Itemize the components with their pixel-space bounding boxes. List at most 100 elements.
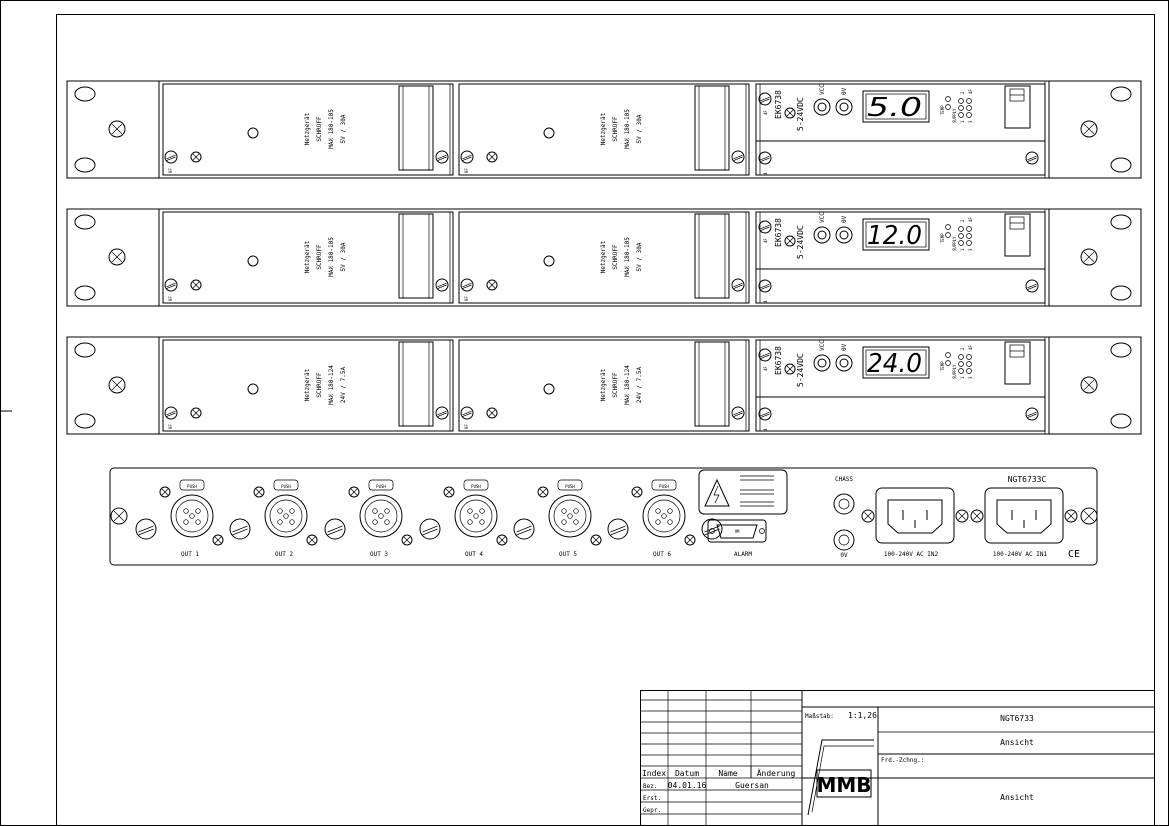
supply-led <box>958 361 964 367</box>
screw-cross <box>488 281 496 289</box>
screw-cross <box>786 109 794 117</box>
screw-head <box>607 518 629 540</box>
supply-led <box>958 226 964 232</box>
screw-slot <box>760 157 770 162</box>
xlr-pin <box>378 513 384 519</box>
screw-icon <box>496 534 508 546</box>
warning-triangle-icon <box>704 478 730 507</box>
scale-value: 1:1,26 <box>848 711 877 720</box>
module-label-line: MAX 180-105 <box>624 237 631 277</box>
module-label-line: Netzgerät <box>600 240 607 273</box>
screw-slot <box>733 282 743 288</box>
screw-head <box>435 406 449 420</box>
xlr-inner <box>647 499 681 533</box>
push-label: PUSH <box>471 484 481 489</box>
screw-cross <box>786 237 794 245</box>
screw-cross <box>111 123 123 135</box>
screw-slot <box>462 154 472 160</box>
module-label-line: 5V / 30A <box>340 114 347 143</box>
power-switch <box>1004 213 1031 257</box>
xlr-pin <box>473 513 479 519</box>
slot-screw-icon <box>460 406 474 420</box>
iec-power-inlet: 100-240V AC IN1 <box>970 487 1078 558</box>
corner-tag: 4 <box>763 428 768 431</box>
screw-slot <box>166 156 176 161</box>
control-front <box>755 83 1046 176</box>
screw-icon <box>861 509 875 523</box>
screw-head <box>1080 507 1098 525</box>
module-label-line: SCHROFF <box>612 372 619 398</box>
screw-head <box>970 509 984 523</box>
screw-icon <box>1080 376 1098 394</box>
screw-cross <box>498 536 506 544</box>
screw-icon <box>443 486 455 498</box>
screw-slot <box>704 528 720 536</box>
screw-slot <box>733 412 743 417</box>
screw-icon <box>684 534 696 546</box>
push-label: PUSH <box>376 484 386 489</box>
corner-tag: 4F <box>763 366 768 371</box>
screw-cross <box>958 512 966 520</box>
screw-icon <box>401 534 413 546</box>
module-label-line: SCHROFF <box>316 116 323 142</box>
screw-head <box>190 407 202 419</box>
screw-slot <box>422 525 438 533</box>
screw-slot <box>733 284 743 289</box>
supply-led <box>966 361 972 367</box>
push-tab <box>651 479 677 491</box>
screw-icon <box>190 407 202 419</box>
screw-head <box>513 518 535 540</box>
terminal-inner <box>838 498 850 510</box>
jack-label: 0V <box>841 215 848 223</box>
screw-head <box>164 406 178 420</box>
screw-slot <box>760 96 770 102</box>
screw-head <box>1064 509 1078 523</box>
screw-head <box>159 486 171 498</box>
screw-head <box>460 406 474 420</box>
ac-input-label: 100-240V AC IN1 <box>993 551 1048 558</box>
mounting-slot <box>74 413 96 429</box>
push-label: PUSH <box>565 484 575 489</box>
xlr-pin <box>661 513 667 519</box>
slot-screw-icon <box>435 278 449 292</box>
slot-screw-icon <box>164 150 178 164</box>
xlr-pin <box>655 519 661 525</box>
slot-screw-icon <box>731 150 745 164</box>
dsub-screw <box>759 528 765 534</box>
view-title-bottom: Ansicht <box>1000 793 1034 802</box>
dsub-shell <box>716 524 758 539</box>
slot-screw-icon <box>435 150 449 164</box>
xlr-outer <box>548 494 592 538</box>
screw-head <box>212 534 224 546</box>
slot-screw-icon <box>164 278 178 292</box>
module-handle <box>694 213 730 299</box>
corner-tag: 4F <box>763 110 768 115</box>
screw-head <box>1025 407 1039 421</box>
model-label: EK6738 <box>774 346 783 375</box>
jack-outer <box>813 354 831 372</box>
screw-slot <box>760 411 770 417</box>
xlr-pin <box>183 519 189 525</box>
supply-index: 1 <box>960 376 965 379</box>
slot-screw-icon <box>758 279 772 293</box>
screw-head <box>1025 151 1039 165</box>
header-index: Index <box>642 769 666 778</box>
module-label-line: MAX 180-124 <box>624 365 631 405</box>
screw-cross <box>192 409 200 417</box>
screw-head <box>1025 279 1039 293</box>
screw-slot <box>462 412 472 417</box>
screw-slot <box>760 354 770 359</box>
xlr-pin <box>183 508 189 514</box>
slot-screw-icon <box>1025 279 1039 293</box>
terminal-outer <box>833 493 855 515</box>
supply-index: 2 <box>960 347 965 350</box>
xlr-pin <box>479 519 485 525</box>
screw-head <box>348 486 360 498</box>
screw-cross <box>864 512 872 520</box>
display-window <box>865 93 927 120</box>
screw-cross <box>111 251 123 263</box>
vcc-jack: VCC <box>813 84 831 116</box>
